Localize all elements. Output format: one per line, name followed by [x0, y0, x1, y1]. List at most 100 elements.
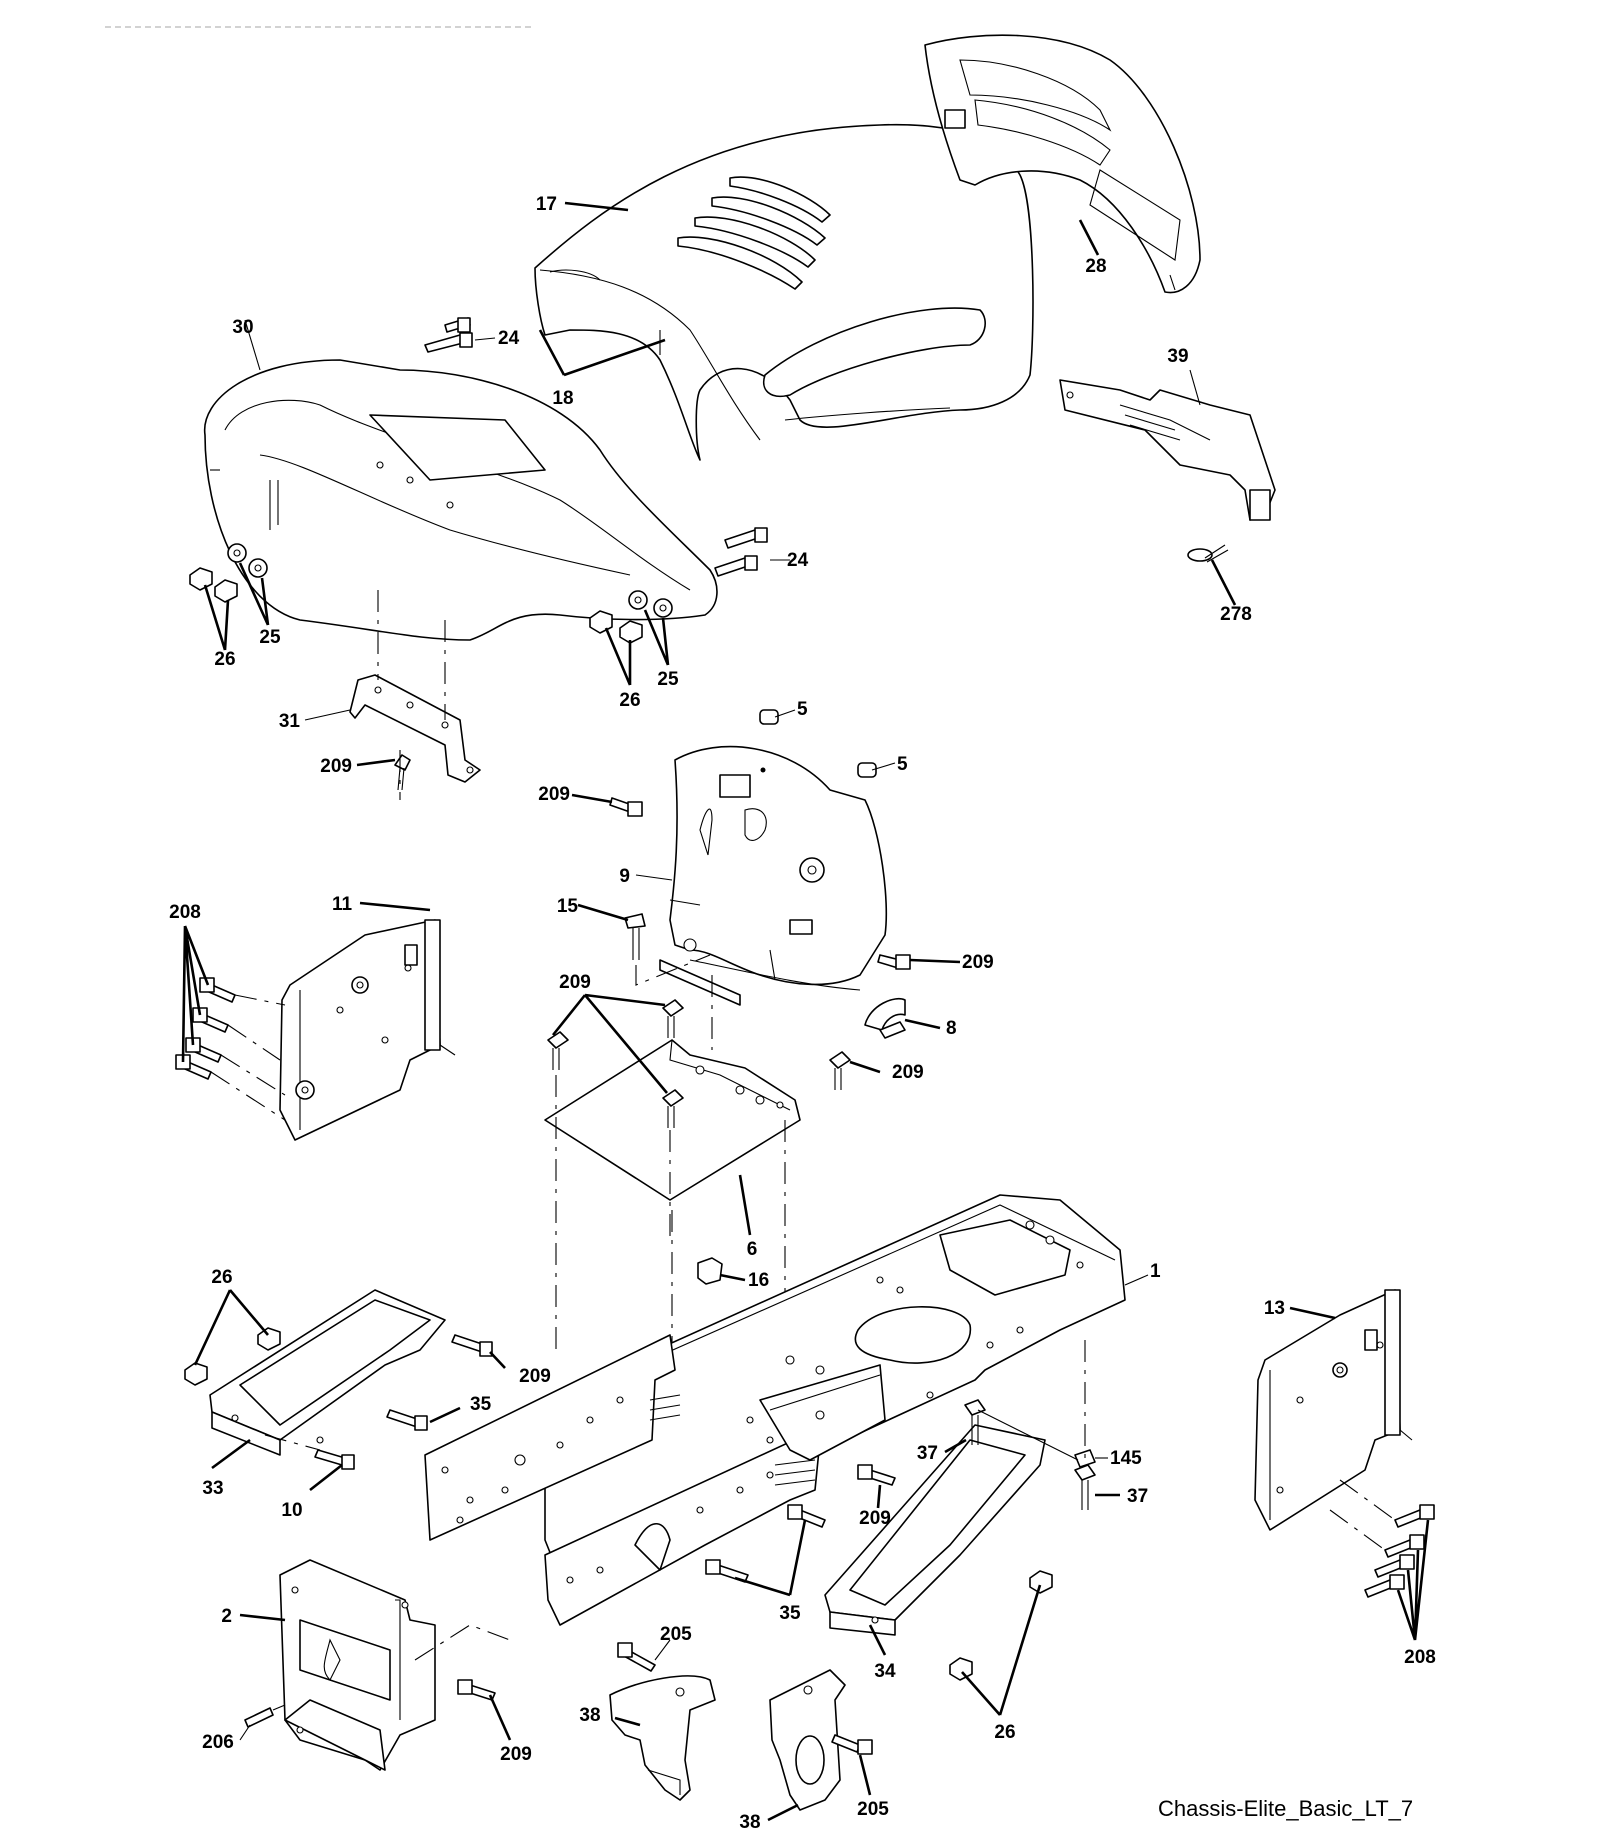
leader-209h — [488, 1694, 512, 1741]
leader-39 — [1189, 369, 1201, 406]
leader-8 — [904, 1018, 941, 1030]
part-pedal-plate-right — [769, 1669, 846, 1811]
bolts-209-plate — [547, 999, 851, 1128]
callout-26-footrest-left: 26 — [211, 1267, 232, 1288]
callout-24-upper: 24 — [498, 328, 520, 349]
callout-18: 18 — [552, 388, 573, 409]
callout-26-footrest-right: 26 — [994, 1722, 1015, 1743]
callout-30: 30 — [232, 317, 253, 338]
callout-39: 39 — [1167, 346, 1188, 367]
callout-9: 9 — [619, 866, 630, 887]
callout-209-frame: 209 — [859, 1508, 891, 1529]
callout-28: 28 — [1085, 256, 1106, 277]
bolts-24-lower — [714, 527, 768, 577]
nuts-washers-right — [589, 590, 673, 644]
screw-278 — [1187, 544, 1229, 563]
nuts-washers-left — [189, 543, 268, 603]
leader-206 — [239, 1724, 251, 1741]
leader-209d — [551, 993, 668, 1094]
leader-209f — [489, 1351, 506, 1369]
bolts-208-left — [175, 977, 236, 1080]
callout-33: 33 — [202, 1478, 223, 1499]
part-wire-bracket — [1059, 379, 1276, 521]
leader-25b — [643, 609, 670, 666]
leader-18 — [538, 329, 666, 377]
callout-208-left: 208 — [169, 902, 201, 923]
dash-208-left — [210, 994, 286, 1121]
dash-dash-panel — [635, 954, 713, 1050]
leader-209g — [876, 1484, 882, 1509]
part-pedal-plate-left — [609, 1675, 716, 1801]
callout-13: 13 — [1264, 1298, 1285, 1319]
leader-35a — [429, 1406, 461, 1424]
callout-209-bracket: 209 — [500, 1744, 532, 1765]
callout-209-footrest: 209 — [519, 1366, 551, 1387]
bolt-209-seat — [394, 754, 411, 791]
callout-278: 278 — [1220, 604, 1252, 625]
callout-25-seat-left: 25 — [259, 627, 281, 648]
callout-34: 34 — [874, 1661, 896, 1682]
part-footrest-right — [824, 1424, 1046, 1636]
leader-24a — [474, 337, 496, 341]
callout-5-lower: 5 — [897, 754, 908, 775]
dash-lower-lip — [659, 959, 741, 1006]
leader-26c — [193, 1289, 269, 1366]
nuts-26-footrest-left — [184, 1327, 281, 1386]
leader-5 — [774, 709, 896, 771]
part-frame-rail-left — [424, 1334, 681, 1541]
leader-26b — [604, 627, 632, 686]
leader-26d — [961, 1584, 1042, 1716]
part-frame-rail-right — [544, 1434, 821, 1626]
leader-1 — [1124, 1274, 1149, 1286]
bolt-35-upper — [386, 1409, 428, 1431]
callout-145: 145 — [1110, 1448, 1142, 1469]
leader-209b — [571, 793, 613, 804]
leader-31 — [304, 709, 351, 721]
dash-10 — [264, 1434, 321, 1451]
bolts-208-right — [1364, 1504, 1435, 1598]
leader-28 — [1078, 219, 1100, 256]
part-dash-panel — [669, 745, 888, 991]
leader-9 — [635, 874, 673, 881]
callout-37-left: 37 — [917, 1443, 938, 1464]
leader-16 — [719, 1273, 746, 1282]
dash-plate — [555, 1075, 786, 1500]
part-left-side-panel — [279, 919, 456, 1141]
bolt-209-footrest — [451, 1334, 493, 1357]
callout-209-plate-right: 209 — [892, 1062, 924, 1083]
bolt-209-bracket — [457, 1679, 496, 1701]
leader-11 — [359, 901, 431, 912]
bolt-209-dash-left — [609, 797, 643, 817]
bolt-10 — [314, 1449, 355, 1470]
leader-13 — [1289, 1306, 1336, 1320]
leader-2 — [239, 1613, 286, 1622]
dash-seat — [377, 590, 446, 800]
diagram-caption: Chassis-Elite_Basic_LT_7 — [1158, 1796, 1414, 1821]
callout-26-seat-right: 26 — [619, 690, 640, 711]
leader-6 — [738, 1174, 752, 1236]
leader-205b — [858, 1754, 872, 1796]
leader-278 — [1210, 559, 1237, 606]
part-seat-bracket — [349, 674, 481, 783]
callout-206: 206 — [202, 1732, 234, 1753]
callout-5-upper: 5 — [797, 699, 808, 720]
callout-6: 6 — [747, 1239, 758, 1260]
callout-31: 31 — [279, 711, 301, 732]
bolts-35-lower — [705, 1504, 826, 1583]
leader-209c — [909, 958, 961, 964]
leader-35b — [734, 1519, 807, 1597]
leader-10 — [309, 1463, 343, 1492]
leader-33 — [211, 1438, 251, 1470]
bolt-209-frame — [857, 1464, 896, 1486]
nut-16 — [697, 1257, 723, 1285]
bolts-24-upper — [424, 317, 473, 353]
part-front-hitch-bracket — [279, 1559, 436, 1771]
dash-208-right — [1329, 1479, 1396, 1551]
leader-208a — [181, 925, 210, 1063]
part-hood — [534, 123, 1034, 461]
callout-26-seat-left: 26 — [214, 649, 235, 670]
callout-1: 1 — [1150, 1261, 1161, 1282]
callout-38-right: 38 — [739, 1812, 760, 1833]
part-front-bracket — [759, 1364, 886, 1461]
